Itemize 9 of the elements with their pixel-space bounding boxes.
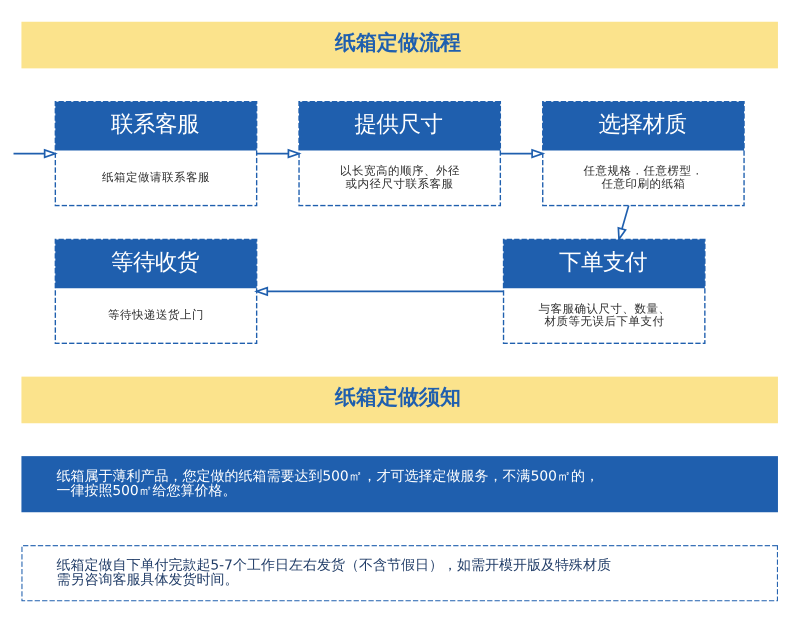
node-box: 纸箱定做流程: [21, 21, 778, 68]
arrow: [14, 148, 58, 158]
arrow: [617, 204, 630, 242]
node-box: 纸箱属于薄利产品，您定做的纸箱需要达到500㎡，才可选择定做服务，不满500㎡的，一律按照500㎡给您算价格。: [21, 456, 778, 512]
arrow: [256, 148, 302, 158]
arrow: [254, 286, 504, 296]
arrow: [500, 148, 546, 158]
node-box: 纸箱定做须知: [21, 376, 778, 423]
node-box: 纸箱定做自下单付完款起5-7个工作日左右发货（不含节假日），如需开模开版及特殊材质需另咨询客服具体发货时间。: [21, 544, 778, 601]
